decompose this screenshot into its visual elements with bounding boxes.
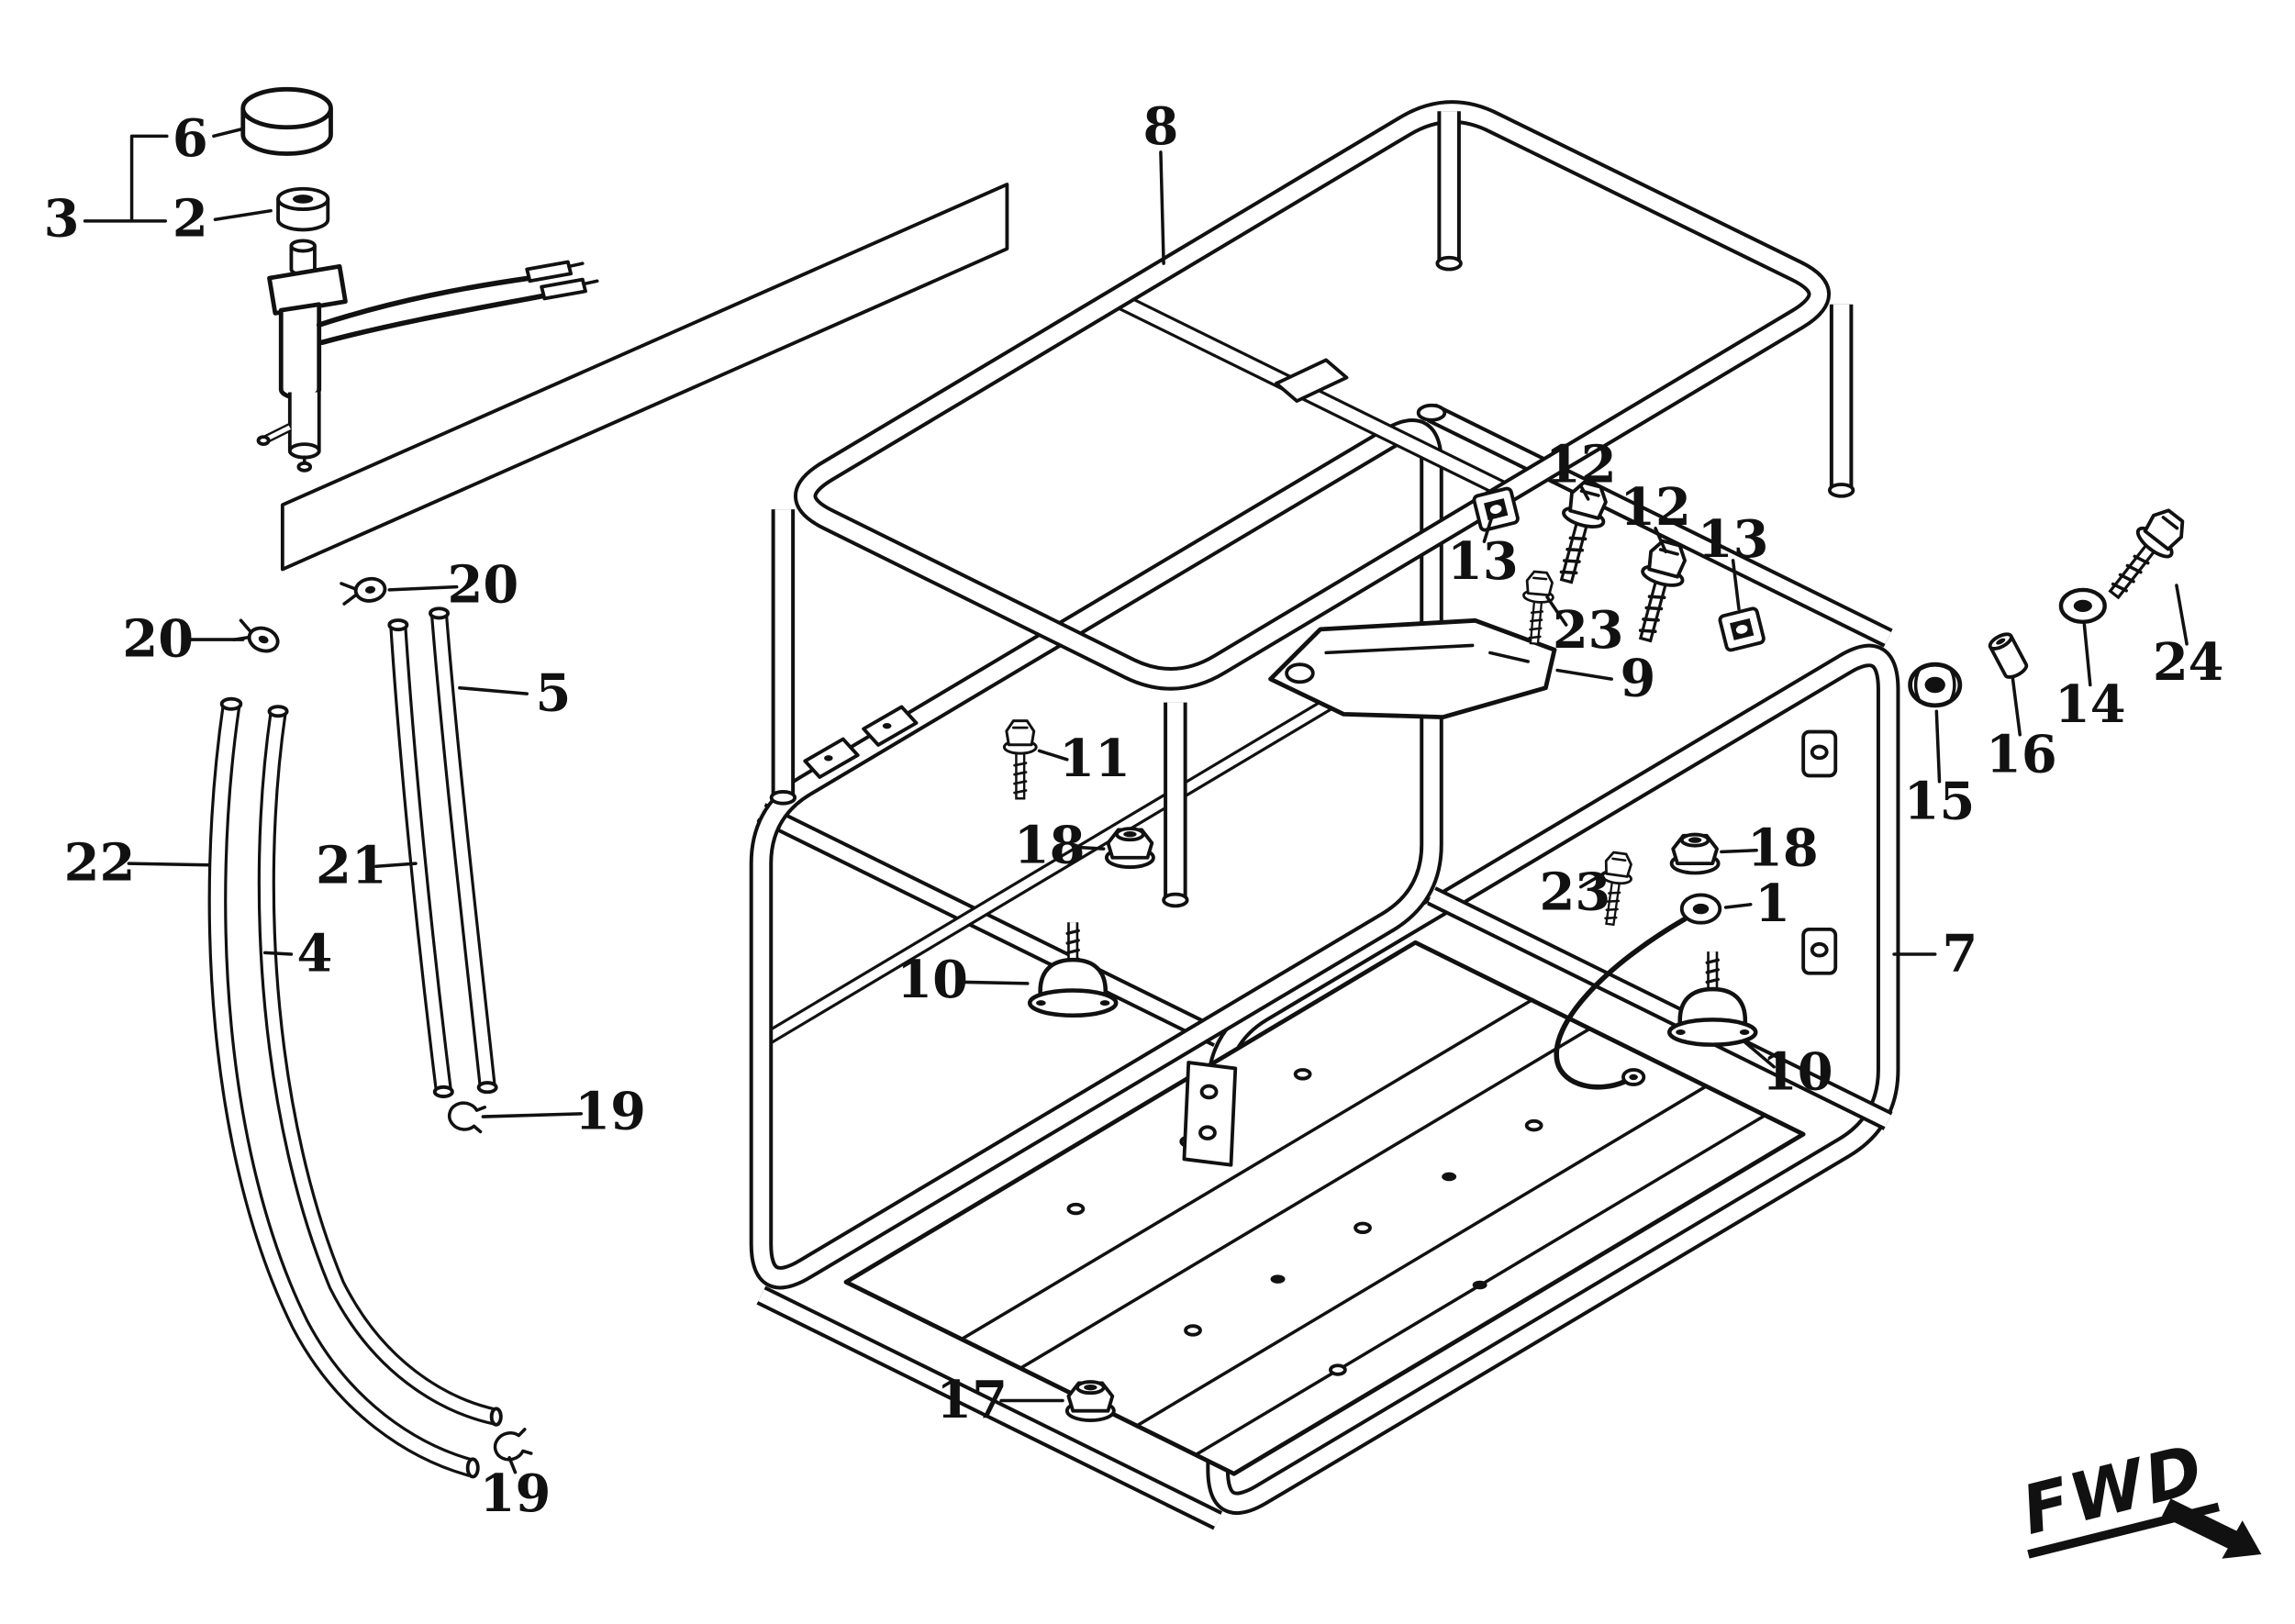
part-callout-23: 23 xyxy=(1539,862,1611,923)
part-callout-21: 21 xyxy=(315,836,387,896)
part-7-lower-frame xyxy=(749,403,1900,1530)
part-callout-24: 24 xyxy=(2152,632,2224,694)
part-20-clip-b xyxy=(231,617,284,657)
fwd-arrow-icon xyxy=(2161,1498,2262,1559)
part-10-mount-a xyxy=(1030,922,1116,1016)
part-4-curved-tube-inner xyxy=(257,705,503,1427)
part-21-straight-tube xyxy=(387,618,454,1098)
part-callout-18: 18 xyxy=(1746,818,1819,879)
part-11-screw xyxy=(1004,721,1036,800)
part-18-nut-b xyxy=(1669,832,1721,875)
part-16-collar xyxy=(1986,629,2031,683)
part-callout-12: 12 xyxy=(1544,435,1617,495)
part-15-grommet xyxy=(1911,664,1960,706)
part-19-clip-b xyxy=(490,1427,533,1465)
part-12-bolt-b xyxy=(1625,538,1691,646)
part-callout-12: 12 xyxy=(1620,477,1691,539)
leader-lines xyxy=(83,127,2189,1474)
part-callout-19: 19 xyxy=(479,1463,551,1525)
part-1-washer-ground-wire xyxy=(1554,893,1722,1090)
part-20-clip-a xyxy=(339,574,388,606)
part-callout-22: 22 xyxy=(63,833,136,894)
part-9-bracket xyxy=(1268,617,1557,719)
part-callout-9: 9 xyxy=(1620,649,1656,709)
part-callout-10: 10 xyxy=(897,951,968,1011)
part-callout-2: 2 xyxy=(172,189,208,250)
part-callout-17: 17 xyxy=(936,1370,1008,1431)
part-callout-19: 19 xyxy=(574,1082,647,1142)
part-callout-15: 15 xyxy=(1903,772,1976,832)
part-17-nut xyxy=(1064,1380,1116,1422)
part-callout-18: 18 xyxy=(1013,816,1086,876)
part-callout-14: 14 xyxy=(2054,675,2126,736)
part-10-mount-b xyxy=(1669,951,1755,1045)
part-5-straight-tube xyxy=(429,606,498,1095)
part-12-bolt-a xyxy=(1546,480,1612,588)
part-callout-13: 13 xyxy=(1697,509,1769,571)
part-callout-13: 13 xyxy=(1446,531,1519,593)
part-23-bolt-a xyxy=(1520,571,1555,646)
part-2-knob xyxy=(276,186,330,232)
part-callout-20: 20 xyxy=(447,555,519,616)
part-callout-5: 5 xyxy=(535,663,572,724)
part-callout-7: 7 xyxy=(1942,924,1978,984)
part-callout-11: 11 xyxy=(1059,729,1131,790)
part-callout-3: 3 xyxy=(43,189,80,250)
part-18-nut-a xyxy=(1104,827,1155,870)
part-6-cap xyxy=(240,86,333,156)
part-14-washer xyxy=(2061,590,2105,622)
part-3-fuel-valve xyxy=(256,239,599,473)
part-callout-16: 16 xyxy=(1985,725,2057,785)
side-panel xyxy=(280,183,1009,572)
part-callout-10: 10 xyxy=(1761,1042,1833,1103)
part-13-clipnut-b xyxy=(1717,606,1766,653)
part-callout-8: 8 xyxy=(1142,97,1179,158)
part-callout-4: 4 xyxy=(296,924,333,984)
part-19-clip-a xyxy=(445,1098,487,1135)
part-22-curved-tube-outer xyxy=(207,696,480,1479)
part-callout-20: 20 xyxy=(122,609,195,670)
part-callout-6: 6 xyxy=(172,108,208,170)
part-callout-23: 23 xyxy=(1552,600,1624,662)
part-13-clipnut-a xyxy=(1471,485,1521,533)
part-8-upper-frame xyxy=(769,100,1855,908)
part-callout-1: 1 xyxy=(1755,874,1791,935)
